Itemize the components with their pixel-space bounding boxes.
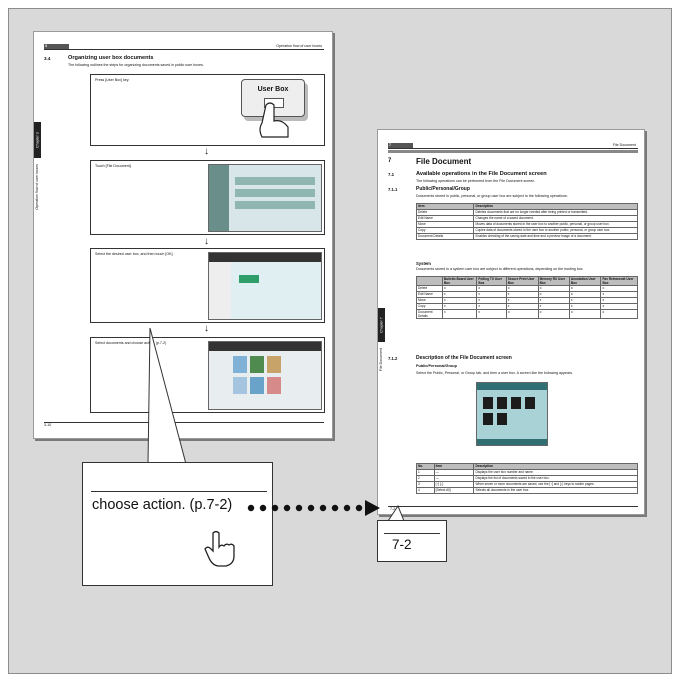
s712-title: Description of the File Document screen bbox=[416, 355, 512, 361]
chapter-band bbox=[388, 150, 638, 153]
hand-pointer-icon bbox=[204, 530, 235, 567]
s711-intro: Documents stored in public, personal, or… bbox=[416, 194, 568, 198]
step-3-box: Select the desired user box, and then to… bbox=[90, 248, 325, 323]
screen-sidebar bbox=[209, 262, 231, 319]
table-cell: x bbox=[476, 309, 507, 319]
callout2-rule bbox=[384, 533, 440, 534]
document-thumbnail bbox=[511, 397, 521, 409]
s71-intro: The following operations can be performe… bbox=[416, 179, 536, 183]
illustration-frame: 3 Operation flow of user boxes 3.4 Organ… bbox=[8, 8, 672, 674]
document-thumbnail bbox=[483, 397, 493, 409]
document-thumbnail bbox=[233, 356, 247, 373]
left-section-title: Organizing user box documents bbox=[68, 55, 154, 61]
document-thumbnail bbox=[525, 397, 535, 409]
screen-titlebar bbox=[209, 342, 321, 351]
step-2-text: Touch [File Document]. bbox=[95, 164, 132, 168]
right-chapter-number: 7 bbox=[388, 143, 413, 148]
s711-id: 7.1.1 bbox=[388, 187, 398, 192]
chapter-num-label: 7 bbox=[388, 158, 392, 164]
left-section-id: 3.4 bbox=[44, 56, 51, 61]
document-thumbnail bbox=[250, 377, 264, 394]
s712-sub: Public/Personal/Group bbox=[416, 364, 457, 368]
table-header-row: Bulletin Board User Box Polling TX User … bbox=[416, 276, 638, 286]
screen-titlebar bbox=[209, 253, 321, 262]
step-4-text: Select documents and choose action. (p.7… bbox=[95, 341, 167, 345]
finger-press-icon bbox=[259, 102, 289, 138]
left-footer-rule bbox=[44, 422, 324, 423]
system-table: Bulletin Board User Box Polling TX User … bbox=[416, 276, 638, 319]
step-4-screen-image bbox=[208, 341, 322, 410]
s71-id: 7.1 bbox=[388, 172, 395, 177]
screen-box-tile bbox=[239, 275, 259, 283]
step-3-text: Select the desired user box, and then to… bbox=[95, 252, 174, 256]
s712-id: 7.1.2 bbox=[388, 356, 398, 361]
system-heading: System bbox=[416, 261, 431, 266]
table-row: 4[Select All]Selects all documents in th… bbox=[416, 487, 638, 494]
table-cell: Document Details bbox=[415, 233, 475, 240]
step-3-screen-image bbox=[208, 252, 322, 320]
link-arrowhead-icon bbox=[365, 500, 380, 516]
document-thumbnail bbox=[250, 356, 264, 373]
document-thumbnail bbox=[233, 377, 247, 394]
link-dots bbox=[247, 504, 363, 512]
document-thumbnail bbox=[267, 356, 281, 373]
screen-row bbox=[235, 201, 315, 209]
screen-titlebar bbox=[477, 383, 547, 390]
table-cell: o bbox=[600, 309, 638, 319]
right-header-rule bbox=[388, 143, 638, 149]
magnified-callout: choose action. (p.7-2) bbox=[82, 462, 273, 586]
table-cell: o bbox=[568, 309, 602, 319]
screen-footer bbox=[477, 439, 547, 445]
down-arrow-icon: ↓ bbox=[204, 323, 209, 334]
table-cell: x bbox=[441, 309, 478, 319]
right-manual-page: 7 File Document 7 File Document 7.1 Avai… bbox=[377, 129, 645, 515]
s712-intro: Select the Public, Personal, or Group ta… bbox=[416, 371, 574, 375]
table-cell: o bbox=[537, 309, 570, 319]
s711-title: Public/Personal/Group bbox=[416, 186, 470, 192]
step-2-box: Touch [File Document]. bbox=[90, 160, 325, 235]
system-intro: Documents stored in a system user box ar… bbox=[416, 267, 584, 271]
callout-text: choose action. (p.7-2) bbox=[92, 497, 233, 513]
screen-sidebar bbox=[209, 165, 229, 231]
step-1-box: Press [User Box] key. User Box bbox=[90, 74, 325, 146]
left-manual-page: 3 Operation flow of user boxes 3.4 Organ… bbox=[33, 31, 333, 439]
left-header-title: Operation flow of user boxes bbox=[276, 44, 322, 48]
document-thumbnail bbox=[267, 377, 281, 394]
left-page-number: 3-10 bbox=[44, 423, 52, 427]
s71-title: Available operations in the File Documen… bbox=[416, 171, 547, 177]
step-1-text: Press [User Box] key. bbox=[95, 78, 130, 82]
screen-row bbox=[235, 189, 315, 197]
page-number-callout: 7-2 bbox=[377, 520, 447, 562]
left-section-number: 3 bbox=[44, 44, 69, 49]
down-arrow-icon: ↓ bbox=[204, 146, 209, 157]
left-header-rule bbox=[44, 44, 324, 50]
document-thumbnail bbox=[497, 397, 507, 409]
callout-rule bbox=[91, 491, 267, 492]
right-page-number: 7-2 bbox=[390, 507, 396, 511]
right-footer-rule bbox=[388, 506, 638, 507]
right-header-title: File Document bbox=[612, 143, 636, 147]
table-cell: Enables checking of the saving date and … bbox=[473, 233, 638, 240]
callout2-text: 7-2 bbox=[392, 537, 412, 552]
description-table: No. Item Description 1—Displays the user… bbox=[416, 463, 638, 494]
chapter-title: File Document bbox=[416, 157, 472, 166]
document-thumbnail bbox=[497, 413, 507, 425]
screen-row bbox=[235, 177, 315, 185]
step-2-screen-image bbox=[208, 164, 322, 232]
down-arrow-icon: ↓ bbox=[204, 236, 209, 247]
left-intro: The following outlines the steps for org… bbox=[68, 63, 204, 67]
user-box-key-label: User Box bbox=[257, 86, 289, 93]
table-cell: Selects all documents in the user box. bbox=[473, 487, 638, 494]
file-document-screen-image bbox=[476, 382, 548, 446]
step-4-box: Select documents and choose action. (p.7… bbox=[90, 337, 325, 413]
document-thumbnail bbox=[483, 413, 493, 425]
